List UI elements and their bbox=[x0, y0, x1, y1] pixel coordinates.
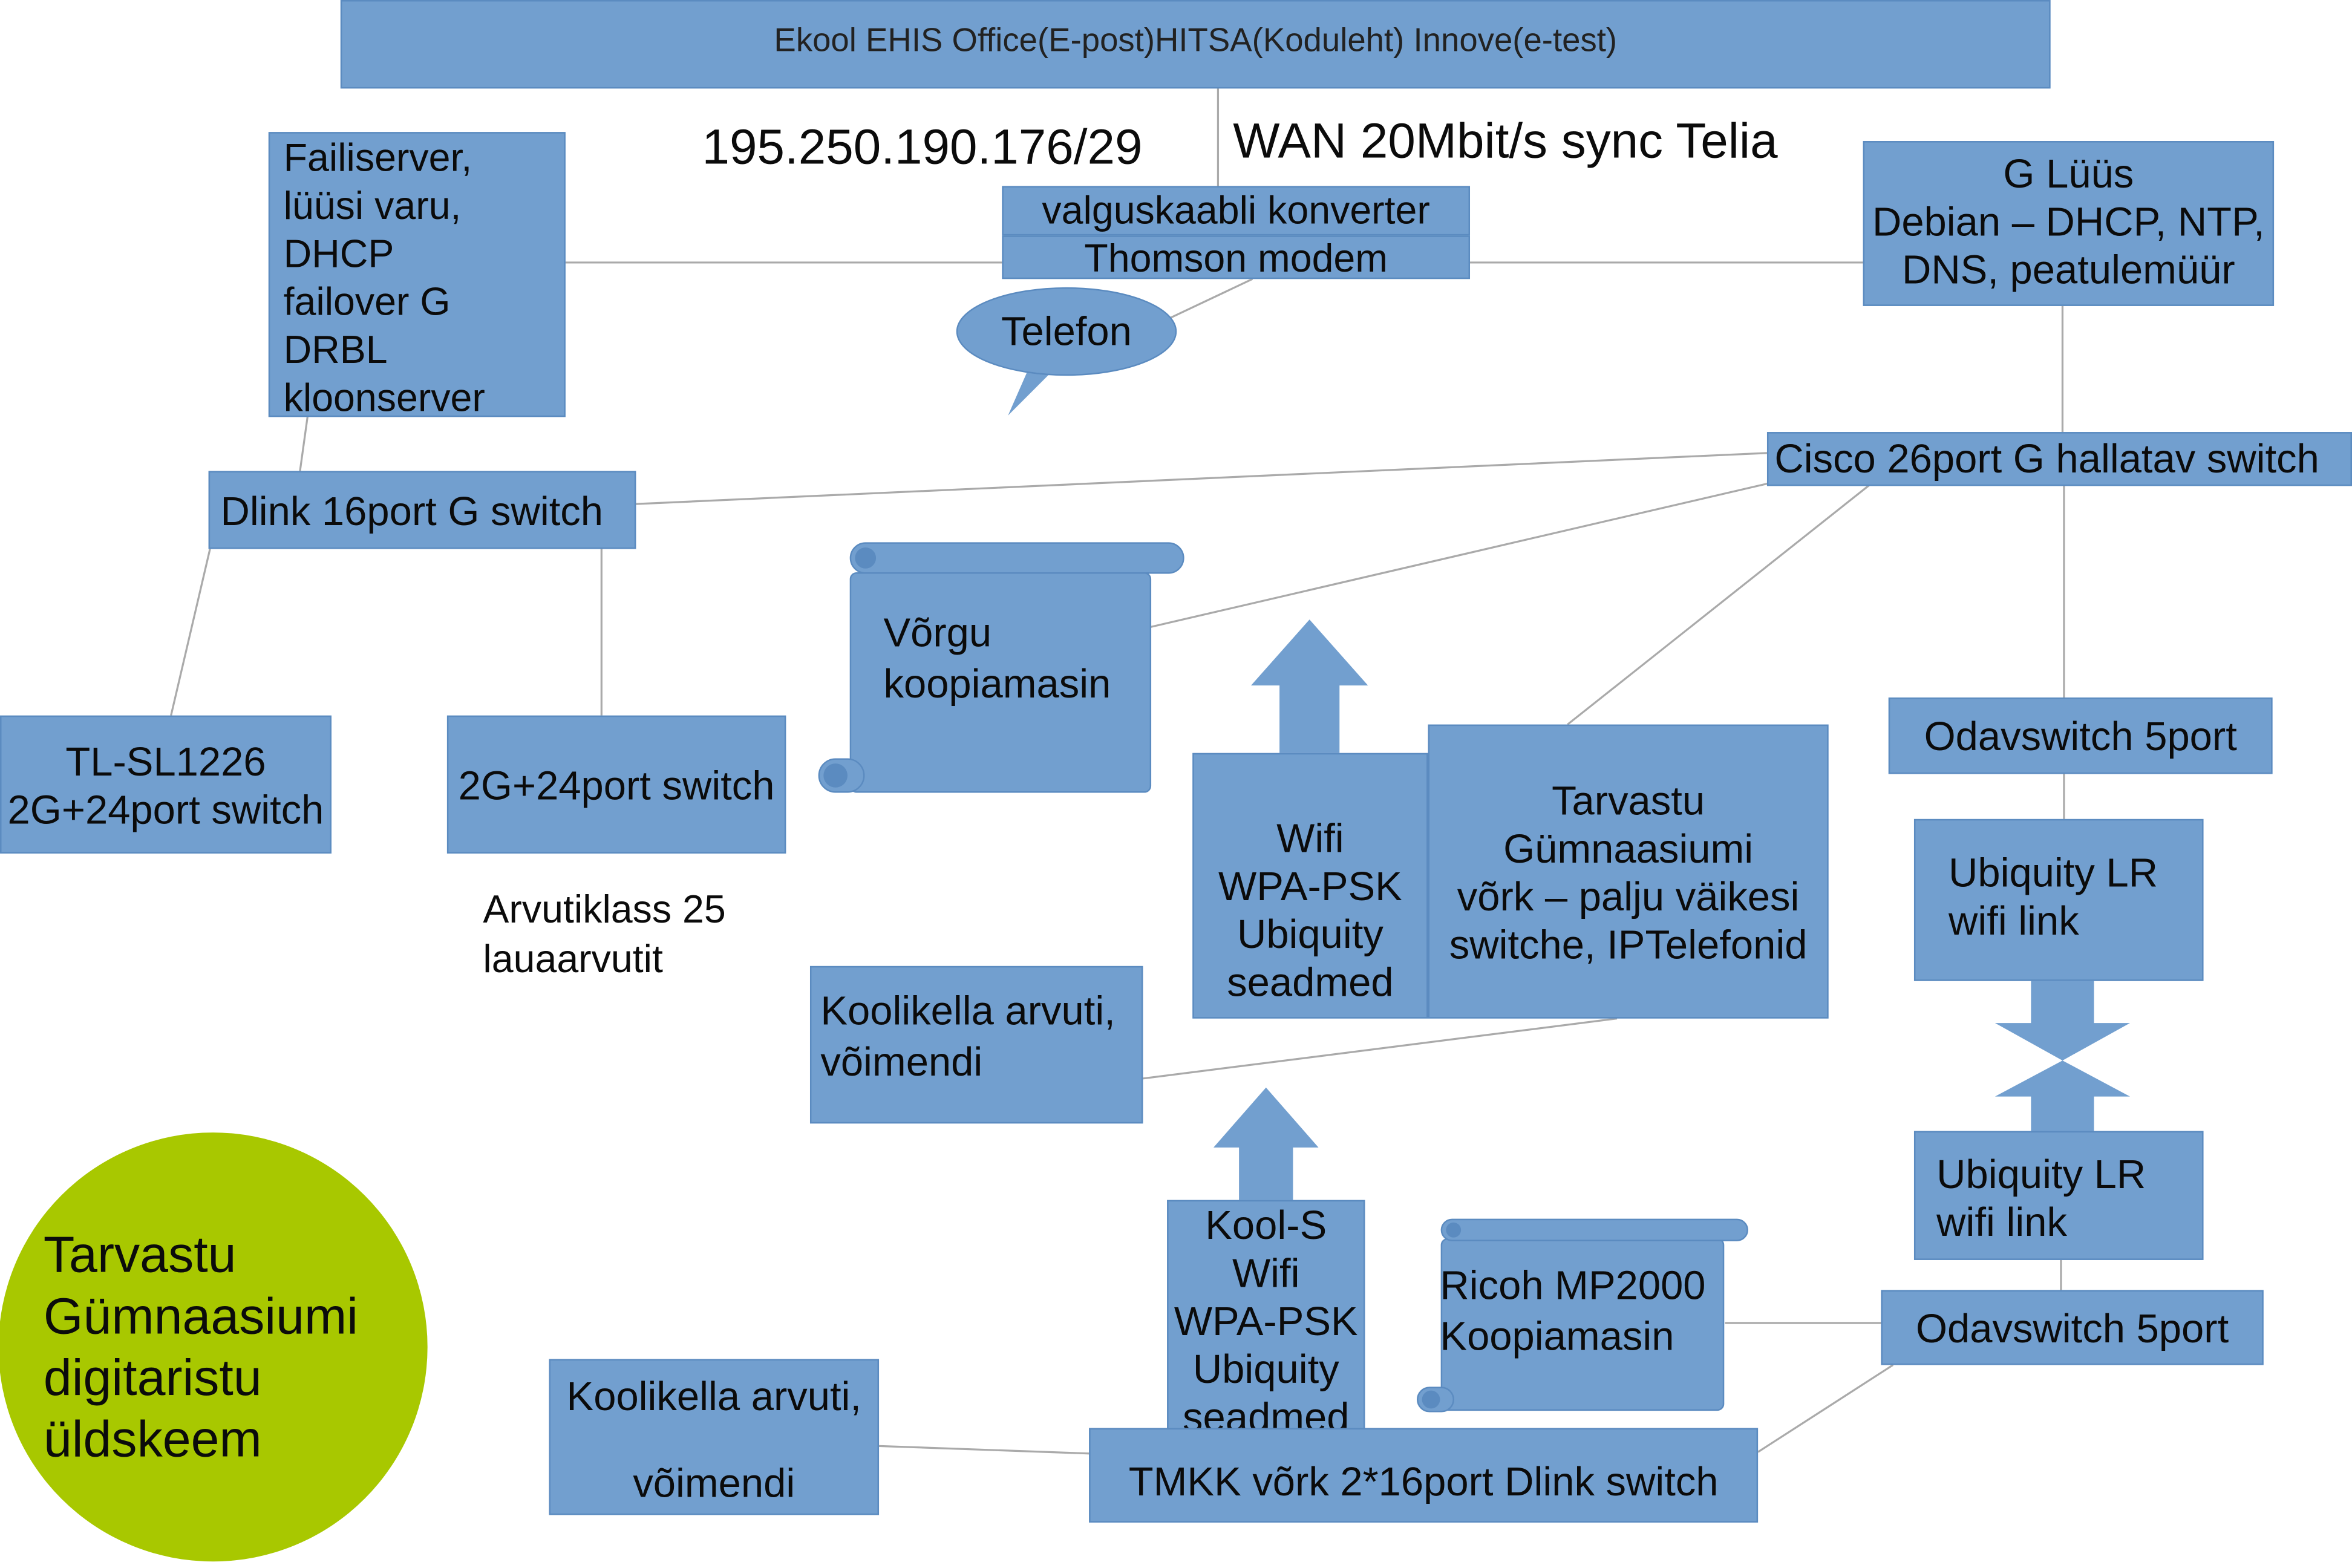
ip-block-label: 195.250.190.176/29 bbox=[702, 118, 1143, 174]
class-label: Arvutiklass 25 lauaarvutit bbox=[483, 886, 726, 981]
link-fileserver-dlink bbox=[299, 417, 309, 471]
link-cisco-copier bbox=[1150, 482, 1771, 629]
class-switch-box: 2G+24port switch bbox=[446, 715, 786, 854]
link-cisco-schoolnet bbox=[1567, 482, 1873, 725]
internet-services-banner: Ekool EHIS Office(E-post)HITSA(Koduleht)… bbox=[340, 0, 2051, 89]
link-dlink-cisco bbox=[636, 452, 1768, 505]
school-network-box: Tarvastu Gümnaasiumi võrk – palju väikes… bbox=[1428, 724, 1829, 1019]
tmkk-switch-box: TMKK võrk 2*16port Dlink switch bbox=[1089, 1428, 1759, 1523]
dlink-switch-box: Dlink 16port G switch bbox=[208, 471, 636, 549]
link-bell-tmkk bbox=[878, 1445, 1089, 1455]
link-schoolnet-bell bbox=[1143, 1018, 1618, 1080]
thomson-modem-box: Thomson modem bbox=[1002, 235, 1471, 279]
odavswitch-top-box: Odavswitch 5port bbox=[1888, 697, 2273, 774]
wifi-box: Wifi WPA-PSK Ubiquity seadmed bbox=[1192, 753, 1428, 1019]
ubiquity-link-bottom-box: Ubiquity LR wifi link bbox=[1913, 1131, 2204, 1260]
link-odavswitch-tmkk bbox=[1757, 1364, 1894, 1453]
ubiquity-link-top-box: Ubiquity LR wifi link bbox=[1913, 818, 2204, 981]
link-modem-telefon bbox=[1169, 278, 1253, 319]
cisco-switch-box: Cisco 26port G hallatav switch bbox=[1766, 432, 2352, 486]
gateway-box: G Lüüs Debian – DHCP, NTP, DNS, peatulem… bbox=[1863, 141, 2275, 306]
kool-s-wifi-box: Kool-S Wifi WPA-PSK Ubiquity seadmed bbox=[1167, 1200, 1365, 1437]
network-copier-label: Võrgu koopiamasin bbox=[883, 610, 1111, 707]
fiber-converter-box: valguskaabli konverter bbox=[1002, 186, 1471, 236]
wan-label: WAN 20Mbit/s sync Telia bbox=[1233, 112, 1778, 168]
diagram-title: Tarvastu Gümnaasiumi digitaristu üldskee… bbox=[43, 1227, 359, 1469]
telefon-label: Telefon bbox=[1001, 309, 1132, 354]
bell-computer-bottom-box: Koolikella arvuti, võimendi bbox=[549, 1359, 880, 1515]
odavswitch-bottom-box: Odavswitch 5port bbox=[1881, 1290, 2264, 1365]
bell-computer-top-box: Koolikella arvuti, võimendi bbox=[809, 965, 1143, 1124]
link-dlink-tl bbox=[170, 549, 211, 716]
tl-switch-box: TL-SL1226 2G+24port switch bbox=[0, 715, 332, 854]
ricoh-copier-label: Ricoh MP2000 Koopiamasin bbox=[1440, 1263, 1706, 1359]
file-server-box: Failiserver, lüüsi varu, DHCP failover G… bbox=[268, 132, 566, 420]
